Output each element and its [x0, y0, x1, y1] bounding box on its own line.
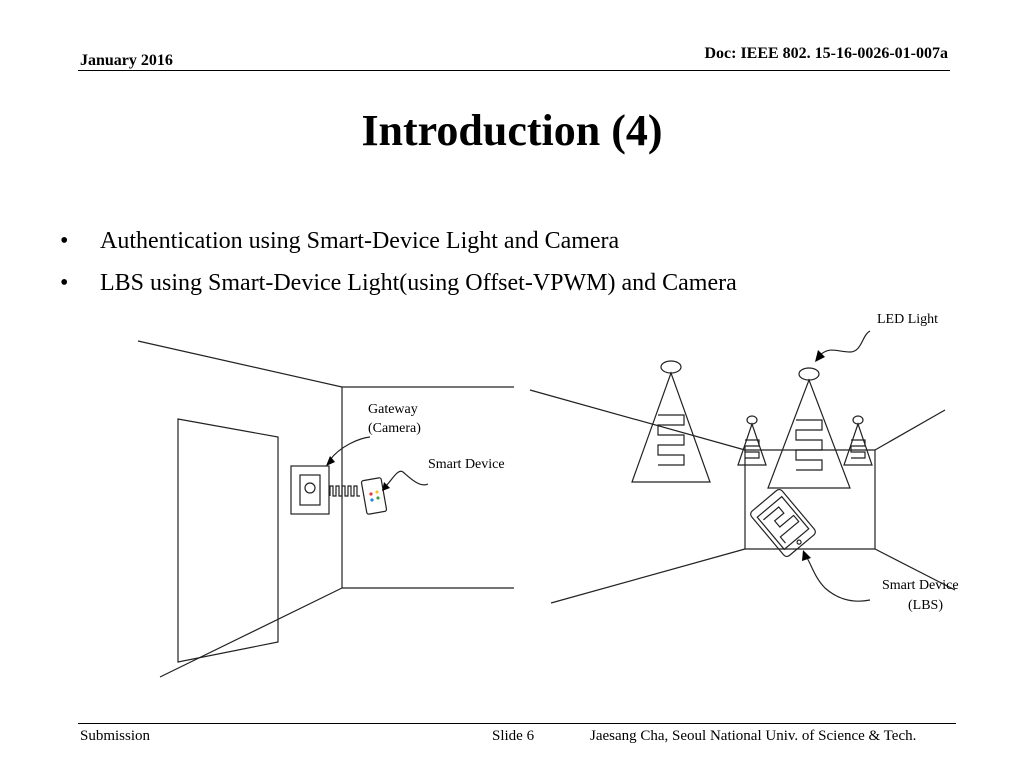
phone-dot	[375, 490, 379, 494]
arrowhead	[815, 350, 825, 362]
footer-author: Jaesang Cha, Seoul National Univ. of Sci…	[590, 728, 917, 744]
smart-device-label: Smart Device	[428, 457, 505, 472]
lbs-pointer	[805, 555, 871, 602]
bullet-list: • Authentication using Smart-Device Ligh…	[60, 228, 737, 312]
gateway-camera-box	[290, 465, 330, 515]
led-light-cone	[767, 367, 851, 489]
slide-title: Introduction (4)	[361, 106, 663, 155]
phone-dot	[376, 496, 380, 500]
gateway-label-line1: Gateway	[368, 402, 418, 417]
light-wave	[329, 485, 360, 497]
header-rule	[78, 70, 950, 71]
led-light-label: LED Light	[877, 312, 938, 327]
phone-dot	[369, 492, 373, 496]
smart-phone	[360, 477, 388, 515]
gateway-pointer	[329, 436, 371, 461]
footer-submission: Submission	[80, 728, 151, 744]
header-doc-id: Doc: IEEE 802. 15-16-0026-01-007a	[704, 45, 948, 62]
gateway-label-line2: (Camera)	[368, 421, 421, 436]
arrowhead	[802, 550, 811, 561]
lbs-label-line2: (LBS)	[908, 598, 943, 613]
bullet-item: • LBS using Smart-Device Light(using Off…	[60, 270, 737, 312]
arrowhead	[382, 482, 390, 491]
lbs-smart-phone	[750, 488, 816, 558]
arrowhead	[326, 456, 335, 466]
bullet-text: LBS using Smart-Device Light(using Offse…	[100, 270, 737, 296]
gateway-camera-lens	[304, 482, 316, 494]
footer-rule	[78, 723, 956, 724]
led-light-cone	[737, 415, 767, 466]
led-light-cone	[843, 415, 873, 466]
led-light-cone	[631, 360, 711, 483]
bullet-text: Authentication using Smart-Device Light …	[100, 228, 620, 254]
door	[177, 418, 279, 663]
lbs-label-line1: Smart Device	[882, 578, 959, 593]
phone-dot	[370, 498, 374, 502]
footer-slide-number: Slide 6	[492, 728, 535, 744]
left-room	[137, 340, 514, 678]
gateway-camera-lens-frame	[299, 474, 321, 506]
smart-device-pointer	[384, 470, 429, 488]
bullet-item: • Authentication using Smart-Device Ligh…	[60, 228, 737, 270]
header-date: January 2016	[80, 52, 173, 69]
right-room	[529, 330, 956, 604]
led-light-pointer	[819, 330, 871, 356]
bullet-dot: •	[60, 228, 69, 254]
bullet-dot: •	[60, 270, 69, 296]
